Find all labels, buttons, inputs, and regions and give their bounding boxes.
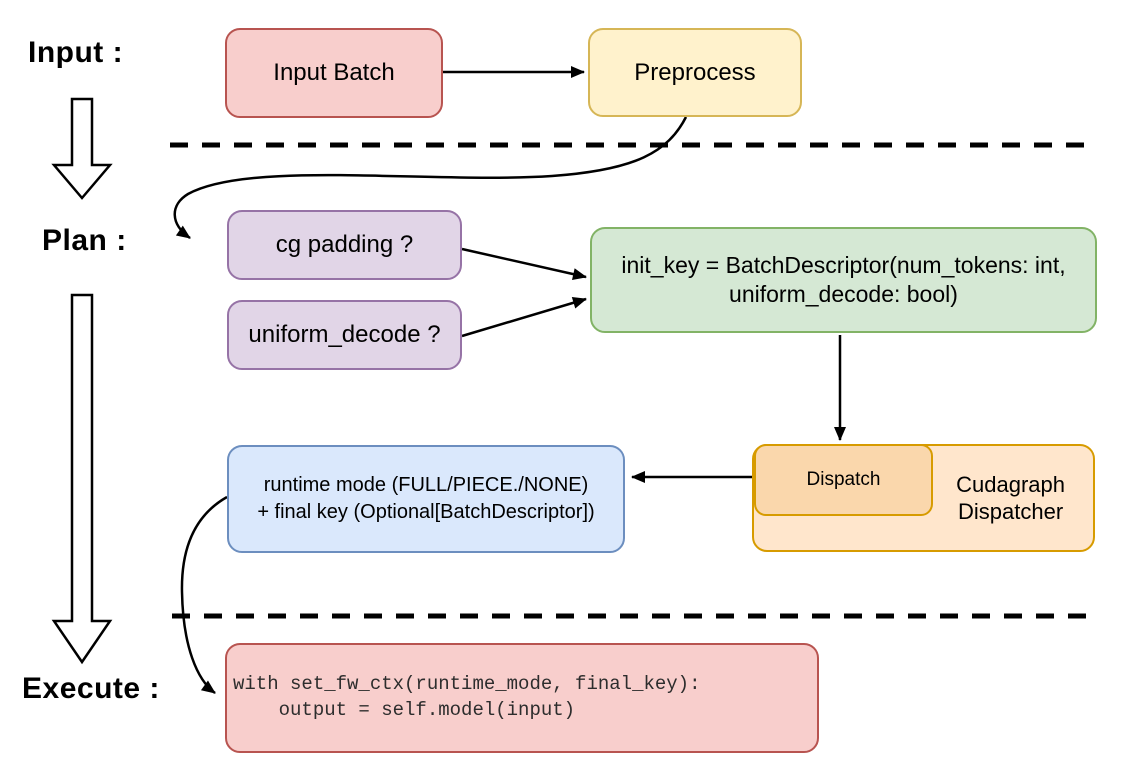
curve-runtime-mode-to-execute-code xyxy=(180,495,228,695)
node-cg-padding: cg padding ? xyxy=(227,210,462,280)
section-label-execute: Execute : xyxy=(22,672,160,705)
curve-preprocess-to-cg-padding xyxy=(173,116,688,240)
node-uniform-decode: uniform_decode ? xyxy=(227,300,462,370)
section-label-plan: Plan : xyxy=(42,224,127,257)
node-input-batch: Input Batch xyxy=(225,28,443,118)
node-execute-code: with set_fw_ctx(runtime_mode, final_key)… xyxy=(225,643,819,753)
arrow-uniform-decode-to-init-key xyxy=(461,296,587,338)
node-runtime-mode: runtime mode (FULL/PIECE./NONE) + final … xyxy=(227,445,625,553)
plan-to-execute-arrow xyxy=(51,293,113,665)
node-dispatch: Dispatch xyxy=(754,444,933,516)
node-preprocess: Preprocess xyxy=(588,28,802,117)
section-label-input: Input : xyxy=(28,36,124,69)
input-to-plan-arrow xyxy=(51,97,113,200)
node-init-key: init_key = BatchDescriptor(num_tokens: i… xyxy=(590,227,1097,333)
arrow-cg-padding-to-init-key xyxy=(461,247,587,280)
